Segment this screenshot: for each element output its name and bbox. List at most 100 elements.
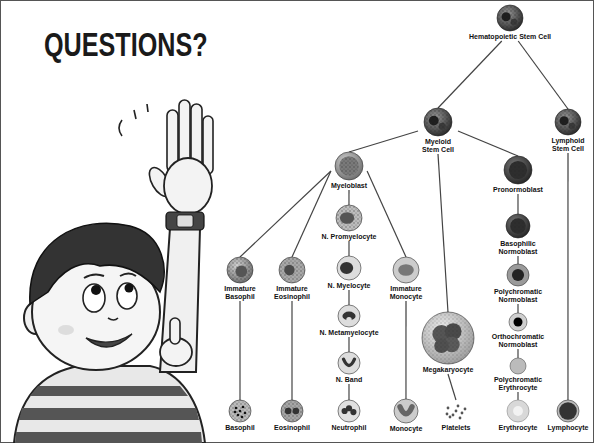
cell-icon: [422, 312, 474, 364]
cell-label: N. Myelocyte: [328, 282, 371, 290]
cell-node: Polychromatic Normoblast: [489, 264, 547, 304]
cell-icon: [506, 214, 530, 238]
cell-icon: [510, 218, 526, 234]
cell-icon: [241, 416, 244, 419]
cell-icon: [510, 218, 526, 234]
cell-icon: [338, 352, 360, 374]
cell-node: N. Promyelocyte: [322, 205, 377, 241]
cell-icon: [350, 409, 356, 415]
cell-label: Basophilic Normoblast: [489, 240, 547, 256]
lineage-line: [518, 41, 568, 109]
cell-icon: [464, 408, 467, 411]
cell-node: Immature Basophil: [220, 257, 260, 301]
cell-label: Erythrocyte: [499, 424, 538, 432]
cell-icon: [461, 412, 464, 415]
cell-icon: [557, 400, 579, 422]
cell-icon: [510, 358, 526, 374]
cell-label: Megakaryocyte: [422, 366, 474, 374]
cell-icon: [506, 214, 530, 238]
slide-title: QUESTIONS?: [44, 27, 208, 61]
cell-icon: [400, 407, 412, 414]
cell-icon: [393, 257, 419, 283]
cell-icon: [507, 400, 529, 422]
cell-icon: [424, 108, 452, 136]
cell-icon: [337, 256, 361, 280]
cell-icon: [281, 400, 303, 422]
cartoon-kid: [91, 285, 101, 295]
cell-icon: [239, 410, 242, 413]
cartoon-kid: [134, 110, 136, 119]
cell-icon: [504, 156, 532, 184]
cell-icon: [336, 205, 362, 231]
cell-icon: [340, 212, 354, 224]
cell-icon: [557, 400, 579, 422]
cell-icon: [507, 264, 529, 286]
cell-icon: [284, 265, 294, 275]
cell-icon: [507, 400, 529, 422]
cell-icon: [459, 417, 462, 420]
cell-label: Hematopoietic Stem Cell: [469, 33, 551, 41]
cell-icon: [279, 257, 305, 283]
cell-icon: [452, 414, 455, 417]
cell-icon: [335, 152, 363, 180]
cell-icon: [338, 400, 360, 422]
cell-icon: [504, 156, 532, 184]
cell-icon: [340, 262, 353, 274]
cartoon-kid: [108, 318, 118, 320]
cartoon-kid: [19, 408, 199, 420]
cell-icon: [497, 5, 523, 31]
cell-icon: [338, 352, 360, 374]
cell-icon: [555, 109, 581, 135]
cell-icon: [504, 156, 532, 184]
cell-icon: [424, 108, 452, 136]
cell-icon: [335, 152, 363, 180]
lineage-line: [517, 392, 518, 400]
cell-icon: [424, 108, 452, 136]
cell-icon: [338, 400, 360, 422]
lineage-line: [348, 337, 349, 352]
cell-label: Platelets: [442, 424, 471, 432]
cell-icon: [509, 313, 527, 331]
cell-icon: [336, 205, 362, 231]
cell-node: Myeloblast: [331, 152, 367, 190]
cell-icon: [514, 318, 523, 327]
cell-icon: [507, 264, 529, 286]
cell-icon: [447, 407, 450, 410]
cell-icon: [555, 109, 581, 135]
cell-icon: [509, 161, 527, 179]
cartoon-kid: [30, 386, 188, 396]
cell-label: Polychromatic Normoblast: [489, 288, 547, 304]
cell-label: N. Metamyelocyte: [319, 329, 378, 337]
cell-icon: [398, 264, 414, 276]
lineage-line: [348, 190, 349, 205]
cell-icon: [512, 269, 524, 281]
cell-node: Lymphoid Stem Cell: [548, 109, 588, 153]
cell-icon: [394, 399, 418, 423]
cell-node: Eosinophil: [274, 400, 310, 432]
cell-icon: [394, 399, 418, 423]
cell-label: Immature Eosinophil: [271, 285, 313, 301]
lineage-line: [517, 194, 518, 214]
cell-icon: [557, 400, 579, 422]
cell-icon: [449, 416, 452, 419]
cell-label: N. Band: [336, 376, 362, 384]
cell-label: Monocyte: [390, 425, 423, 433]
cartoon-kid: [125, 284, 134, 293]
cell-icon: [346, 317, 352, 323]
cell-label: N. Promyelocyte: [322, 233, 377, 241]
cell-icon: [457, 405, 460, 408]
cell-node: Basophil: [225, 400, 255, 432]
cell-label: Immature Monocyte: [386, 285, 426, 301]
cell-icon: [555, 109, 581, 135]
cell-icon: [422, 312, 474, 364]
cell-icon: [393, 257, 419, 283]
cell-icon: [229, 400, 251, 422]
cell-icon: [335, 152, 363, 180]
lineage-line: [348, 384, 349, 400]
cell-icon: [338, 305, 360, 327]
lineage-line: [448, 374, 456, 400]
cell-label: Polychromatic Erythrocyte: [489, 376, 547, 392]
cell-node: N. Metamyelocyte: [319, 305, 378, 337]
